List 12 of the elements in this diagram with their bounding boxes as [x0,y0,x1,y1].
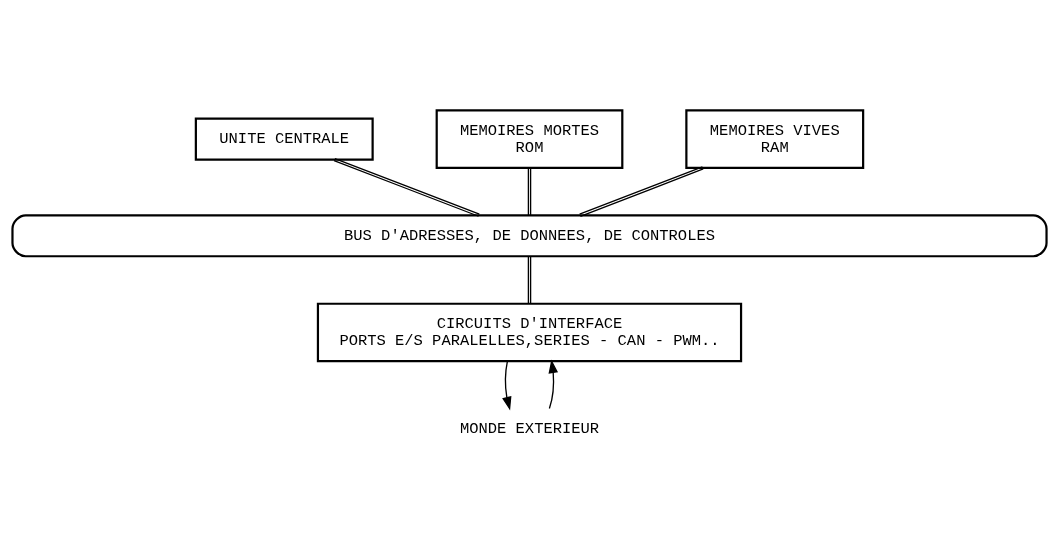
node-box: UNITE CENTRALE [194,117,374,161]
connector [527,167,532,216]
node-box: BUS D'ADRESSES, DE DONNEES, DE CONTROLES [11,214,1048,258]
connector [333,157,480,217]
node-box: MEMOIRES VIVES RAM [685,109,865,169]
node-text: MONDE EXTERIEUR [459,420,600,439]
node-box: CIRCUITS D'INTERFACE PORTS E/S PARALELLES,SERIES - CAN - PWM.. [316,302,743,363]
connector [527,255,532,305]
node-box: MEMOIRES MORTES ROM [435,109,624,169]
arrow [548,359,559,410]
connector [578,166,704,217]
arrow [502,360,512,411]
